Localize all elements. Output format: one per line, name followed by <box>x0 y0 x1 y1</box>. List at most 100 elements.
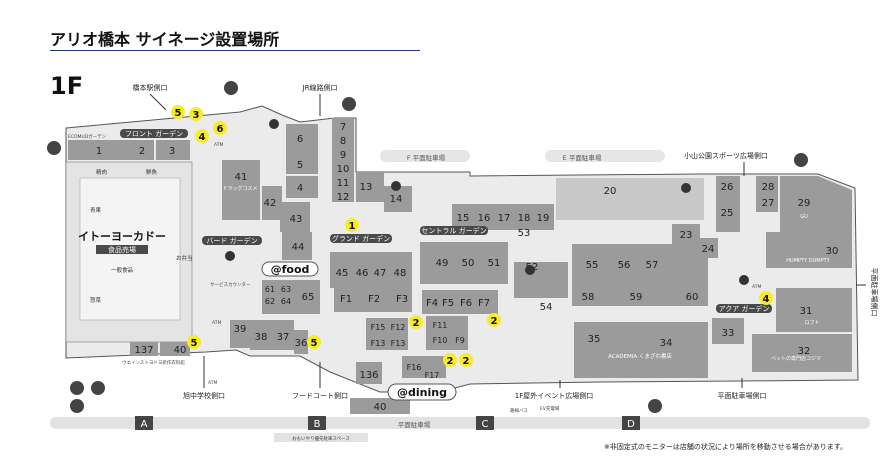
unit-137: 137 <box>134 345 153 356</box>
unit-block-42 <box>262 186 282 220</box>
unit-20: 20 <box>604 186 617 197</box>
taxi-icon <box>70 381 84 395</box>
restroom-icon-3 <box>225 251 235 261</box>
unit-19: 19 <box>537 213 550 224</box>
unit-block-61-64 <box>262 280 296 314</box>
unit-f7: F7 <box>478 298 490 309</box>
unit-block-20 <box>556 178 704 220</box>
unit-block-13 <box>356 172 384 202</box>
bus-icon <box>47 141 61 155</box>
marker-2d-label: 2 <box>463 356 470 367</box>
unit-f15: F15 <box>371 323 386 332</box>
atm-label-2: ATM <box>212 320 221 326</box>
unit-41: 41 <box>235 172 248 183</box>
unit-f2: F2 <box>368 294 380 305</box>
unit-1: 1 <box>96 146 102 157</box>
unit-block-32 <box>752 334 852 372</box>
unit-55: 55 <box>586 260 599 271</box>
unit-4: 4 <box>297 183 303 194</box>
unit-block-40 <box>160 342 190 356</box>
front-garden-label: フロント ガーデン <box>125 129 183 138</box>
unit-block-f12-f15 <box>366 318 408 350</box>
unit-block-1 <box>68 140 132 160</box>
unit-36: 36 <box>295 338 308 349</box>
letter-a-bg <box>135 416 153 430</box>
marker-2d <box>459 353 473 367</box>
restroom-icon-5 <box>269 119 279 129</box>
unit-29: 29 <box>798 198 811 209</box>
unit-34: 34 <box>660 338 673 349</box>
dept-fish: 鮮魚 <box>146 168 158 176</box>
letter-c: C <box>482 419 489 430</box>
unit-10: 10 <box>337 164 350 175</box>
unit-38: 38 <box>255 332 268 343</box>
unit-30: 30 <box>826 246 839 257</box>
anchor-sub-bg <box>96 245 148 254</box>
atm-label-4: ATM <box>752 284 761 290</box>
unit-f5: F5 <box>442 298 454 309</box>
food-zone-badge <box>261 261 319 277</box>
anchor-logo: イトーヨーカドー <box>78 230 166 243</box>
unit-7: 7 <box>340 122 346 133</box>
unit-53: 53 <box>518 228 531 239</box>
entrance-east: 平面駐車場側口 <box>870 268 879 317</box>
unit-5: 5 <box>297 160 303 171</box>
car-icon <box>70 399 84 413</box>
arrow-hashimoto <box>149 93 167 111</box>
marker-5b <box>187 335 201 349</box>
parking-space-label: おもいやり優先駐車スペース <box>292 435 350 442</box>
unit-18: 18 <box>518 213 531 224</box>
unit-block-27-28 <box>756 176 778 212</box>
unit-block-f4-f7 <box>422 290 498 314</box>
marker-5c <box>307 335 321 349</box>
title-rule <box>50 50 420 51</box>
garden-banners: フロント ガーデン グランド ガーデン バード ガーデン セントラル ガーデン … <box>120 129 772 313</box>
loft-label: ロフト <box>804 320 819 326</box>
drugstore-label: ドラッグコスメ <box>222 185 257 192</box>
marker-5a-label: 5 <box>175 108 182 119</box>
bird-garden-banner <box>202 236 262 245</box>
unit-54: 54 <box>540 302 553 313</box>
unit-block-34 <box>574 322 708 378</box>
unit-block-36 <box>294 330 308 354</box>
footnote: ※非固定式のモニターは店舗の状況により場所を移動させる場合があります。 <box>604 443 848 451</box>
eco-mud-label: ECOMUDガーデン <box>68 133 107 140</box>
unit-48: 48 <box>394 268 407 279</box>
bicycle-icon-jr <box>342 97 356 111</box>
marker-2a <box>409 315 423 329</box>
unit-3: 3 <box>169 146 175 157</box>
unit-f3: F3 <box>396 294 408 305</box>
unit-f6: F6 <box>460 298 472 309</box>
unit-block-37 <box>272 320 294 350</box>
parking-bottom-label: 平面駐車場 <box>398 420 431 429</box>
entrance-jr: JR線路側口 <box>302 83 338 92</box>
unit-57: 57 <box>646 260 659 271</box>
unit-block-136 <box>356 362 382 384</box>
marker-2a-label: 2 <box>413 318 420 329</box>
central-garden-banner <box>420 226 488 235</box>
page-title: アリオ橋本 サイネージ設置場所 <box>50 30 280 49</box>
unit-f1: F1 <box>340 294 352 305</box>
grand-garden-banner <box>330 234 392 243</box>
unit-44: 44 <box>292 242 305 253</box>
letter-b-bg <box>308 416 326 430</box>
unit-33: 33 <box>722 328 735 339</box>
parking-strip-f <box>380 150 470 162</box>
unit-40b: 40 <box>374 402 387 413</box>
unit-37: 37 <box>277 332 290 343</box>
letter-d-bg <box>622 416 640 430</box>
marker-4b <box>759 291 773 305</box>
unit-block-15-19 <box>452 204 554 230</box>
unit-block-40b <box>350 398 410 414</box>
humpty-label: HUMPTY DUMPTY <box>786 258 830 264</box>
unit-f17: F17 <box>425 371 440 380</box>
entrance-letters: A B C D <box>135 416 640 430</box>
unit-block-44 <box>282 232 312 260</box>
bicycle-icon <box>224 81 238 95</box>
unit-f13: F13 <box>391 339 406 348</box>
entrance-asahi: 旭中学校側口 <box>183 391 225 400</box>
unit-block-52 <box>514 262 568 298</box>
marker-5b-label: 5 <box>191 338 198 349</box>
unit-block-137 <box>130 342 158 356</box>
